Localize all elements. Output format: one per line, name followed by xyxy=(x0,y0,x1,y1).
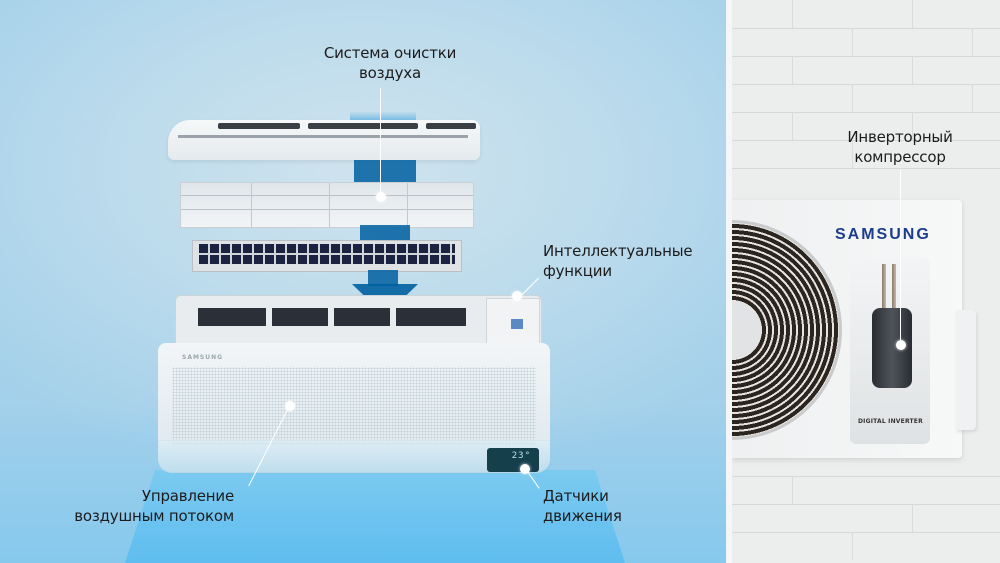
callout-motion-sensors: Датчики движения xyxy=(543,487,622,525)
callout-airflow-control: Управление воздушным потоком xyxy=(74,487,234,525)
callout-dot xyxy=(512,291,522,301)
top-panel-part xyxy=(168,120,480,160)
temperature-value: 23° xyxy=(511,451,531,461)
callout-inverter-compressor: Инверторный компрессор xyxy=(847,128,953,166)
unit-chassis xyxy=(175,295,542,345)
callout-line xyxy=(899,170,901,340)
outdoor-unit-panel: SAMSUNG DIGITAL INVERTER Инверторный ком… xyxy=(732,0,1000,563)
digital-inverter-badge: DIGITAL INVERTER xyxy=(858,418,923,425)
callout-smart-functions: Интеллектуальные функции xyxy=(543,242,693,280)
unit-brand-label: SAMSUNG xyxy=(182,354,224,361)
fan-grille xyxy=(732,220,842,440)
purification-filter-part xyxy=(192,240,462,272)
callout-dot xyxy=(896,340,906,350)
callout-dot xyxy=(520,464,530,474)
compressor-window: DIGITAL INVERTER xyxy=(850,258,930,444)
callout-air-purification: Система очистки воздуха xyxy=(323,44,457,82)
panel-divider xyxy=(726,0,732,563)
airflow-beam xyxy=(125,470,625,563)
temperature-display: 23° xyxy=(487,448,539,472)
callout-dot xyxy=(376,192,386,202)
callout-dot xyxy=(285,401,295,411)
filter-frame-part xyxy=(180,182,474,228)
indoor-unit-body: SAMSUNG xyxy=(158,343,550,473)
indoor-unit-panel: SAMSUNG 23° Система очистки воздуха Инте… xyxy=(0,0,726,563)
compressor xyxy=(872,308,912,388)
airflow-arrow-stem xyxy=(368,270,398,286)
control-board xyxy=(486,298,540,344)
outdoor-unit: SAMSUNG DIGITAL INVERTER xyxy=(732,200,976,458)
callout-line xyxy=(379,88,381,196)
samsung-logo: SAMSUNG xyxy=(835,226,931,243)
air-blade xyxy=(158,440,550,473)
micro-hole-panel xyxy=(172,367,536,445)
